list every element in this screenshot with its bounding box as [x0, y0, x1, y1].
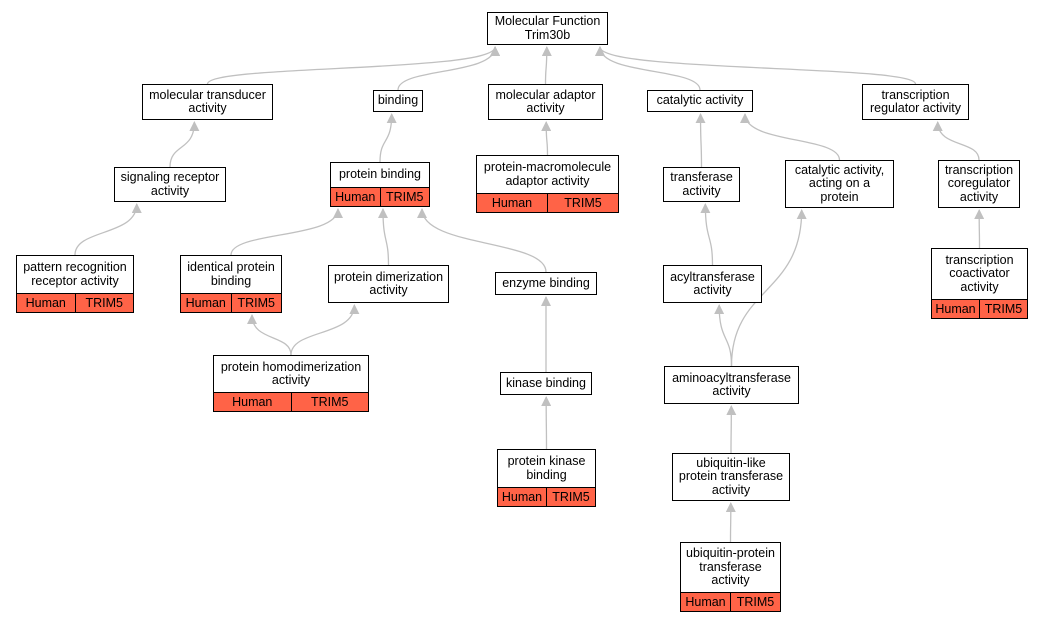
edge-catprot-to-catalytic — [740, 113, 841, 161]
go-term-label: identical protein binding — [187, 260, 275, 288]
go-term-label: transcription coregulator activity — [944, 162, 1014, 204]
gene-cell[interactable]: TRIM5 — [290, 393, 369, 411]
go-term-node-transducer[interactable]: molecular transducer activity — [142, 84, 273, 120]
edge-homodimer-to-dimer — [290, 304, 360, 356]
edge-adaptor-to-mf — [541, 46, 552, 85]
go-term-label: signaling receptor activity — [120, 170, 220, 198]
go-term-label: transcription regulator activity — [869, 87, 961, 115]
edge-txcoreg-to-txreg — [932, 121, 980, 161]
go-term-label: protein homodimerization activity — [220, 359, 362, 387]
edge-homodimer-to-identprot — [247, 314, 292, 356]
go-term-node-catprot[interactable]: catalytic activity, acting on a protein — [785, 160, 894, 208]
go-term-node-catalytic[interactable]: catalytic activity — [647, 90, 753, 112]
go-term-label: catalytic activity — [656, 93, 744, 108]
species-cell[interactable]: Human — [501, 490, 543, 504]
edge-enzbind-to-protbind — [417, 208, 547, 273]
go-term-node-aminoacyl[interactable]: aminoacyltransferase activity — [664, 366, 799, 404]
go-term-node-transferase[interactable]: transferase activity — [663, 167, 740, 202]
go-term-label: acyltransferase activity — [670, 269, 755, 297]
go-term-label: binding — [377, 93, 419, 108]
go-term-label: transferase activity — [670, 170, 733, 198]
annotation-row: Human TRIM5 — [181, 293, 281, 312]
go-term-label: protein kinase binding — [507, 454, 586, 482]
gene-cell[interactable]: TRIM5 — [74, 294, 134, 312]
species-cell[interactable]: Human — [935, 302, 976, 316]
go-term-node-sigrec[interactable]: signaling receptor activity — [114, 167, 226, 202]
edge-dimer-to-protbind — [377, 208, 390, 266]
go-term-label: protein dimerization activity — [333, 269, 444, 297]
edge-pmadaptor-to-adaptor — [541, 121, 552, 156]
edge-patrec-to-sigrec — [74, 203, 142, 256]
edge-protbind-to-binding — [379, 113, 397, 163]
go-term-label: enzyme binding — [502, 275, 590, 290]
go-term-node-mf[interactable]: Molecular Function Trim30b — [487, 12, 608, 45]
edge-identprot-to-protbind — [230, 208, 343, 256]
go-term-node-txcoreg[interactable]: transcription coregulator activity — [938, 160, 1020, 208]
go-term-node-adaptor[interactable]: molecular adaptor activity — [488, 84, 603, 120]
go-term-node-acyltrans[interactable]: acyltransferase activity — [663, 265, 762, 303]
species-cell[interactable]: Human — [25, 296, 66, 310]
annotation-row: Human TRIM5 — [681, 592, 780, 611]
species-cell[interactable]: Human — [232, 395, 273, 409]
go-term-label: ubiquitin-protein transferase activity — [686, 546, 775, 588]
go-term-label: ubiquitin-like protein transferase activ… — [678, 455, 784, 497]
species-cell[interactable]: Human — [491, 196, 533, 210]
go-term-node-txreg[interactable]: transcription regulator activity — [862, 84, 969, 120]
go-term-label: Molecular Function Trim30b — [494, 14, 601, 42]
gene-cell[interactable]: TRIM5 — [230, 294, 282, 312]
species-cell[interactable]: Human — [185, 296, 226, 310]
edge-aminoacyl-to-catprot — [730, 209, 807, 367]
annotation-row: Human TRIM5 — [214, 392, 368, 411]
gene-cell[interactable]: TRIM5 — [547, 194, 618, 212]
go-term-label: aminoacyltransferase activity — [672, 370, 791, 398]
annotation-row: Human TRIM5 — [17, 293, 133, 312]
go-term-label: molecular adaptor activity — [495, 87, 596, 115]
go-term-node-enzbind[interactable]: enzyme binding — [495, 272, 597, 295]
annotation-row: Human TRIM5 — [477, 193, 618, 212]
species-cell[interactable]: Human — [685, 595, 726, 609]
edge-acyltrans-to-transferase — [700, 203, 714, 266]
go-term-node-ubllike[interactable]: ubiquitin-like protein transferase activ… — [672, 453, 790, 501]
go-term-label: protein-macromolecule adaptor activity — [483, 160, 612, 188]
species-cell[interactable]: Human — [335, 190, 376, 204]
go-term-label: transcription coactivator activity — [945, 252, 1014, 294]
edge-sigrec-to-transducer — [169, 121, 200, 168]
edge-binding-to-mf — [397, 46, 501, 91]
edge-catalytic-to-mf — [595, 46, 701, 91]
edge-transferase-to-catalytic — [695, 113, 706, 168]
edge-transducer-to-mf — [206, 46, 500, 85]
edge-txreg-to-mf — [595, 46, 917, 85]
go-term-node-dimer[interactable]: protein dimerization activity — [328, 265, 449, 303]
gene-cell[interactable]: TRIM5 — [979, 300, 1027, 318]
go-term-node-binding[interactable]: binding — [373, 90, 423, 112]
gene-cell[interactable]: TRIM5 — [379, 188, 430, 206]
go-term-node-kinbind[interactable]: kinase binding — [500, 372, 592, 395]
go-term-label: molecular transducer activity — [149, 87, 266, 115]
gene-cell[interactable]: TRIM5 — [730, 593, 780, 611]
edge-aminoacyl-to-acyltrans — [714, 304, 733, 367]
go-term-label: kinase binding — [506, 375, 586, 390]
gene-cell[interactable]: TRIM5 — [546, 488, 595, 506]
go-term-label: pattern recognition receptor activity — [23, 260, 127, 288]
go-term-label: protein binding — [338, 167, 421, 182]
go-term-label: catalytic activity, acting on a protein — [794, 162, 885, 204]
